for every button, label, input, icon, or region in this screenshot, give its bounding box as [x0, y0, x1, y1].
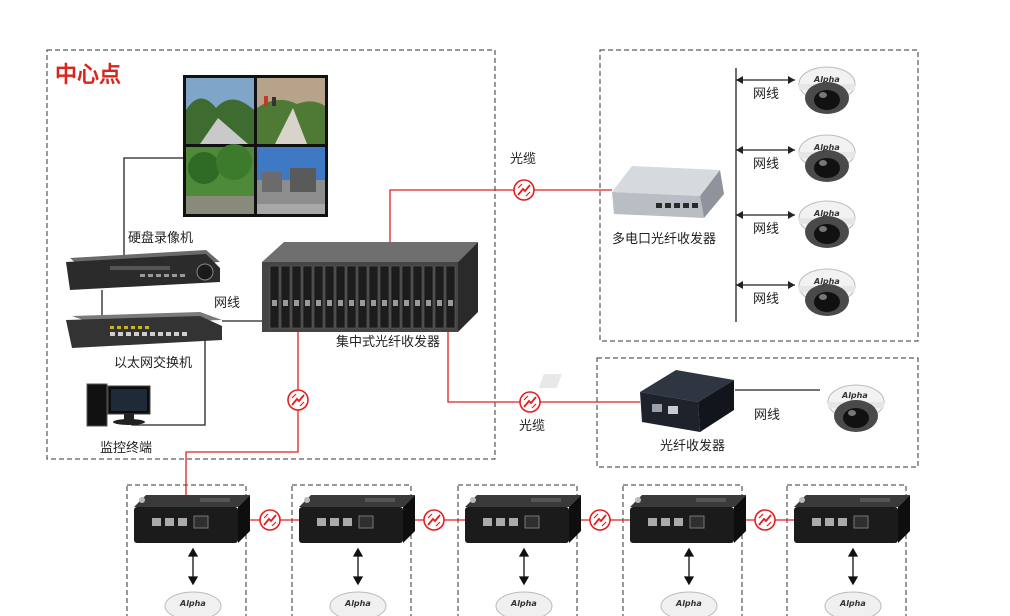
multi-port-converter-device: [612, 166, 724, 218]
remote-cable-arrows: [187, 547, 859, 586]
dome-camera-icon: [660, 591, 718, 616]
remote-converter-device-3: [464, 494, 582, 544]
cable-label: 网线: [754, 408, 780, 423]
monitoring-terminal-device: [86, 383, 151, 427]
camera-brand-label: Alpha: [813, 209, 840, 218]
camera-brand-label: Alpha: [813, 143, 840, 152]
cable-label: 网线: [753, 222, 779, 237]
remote-converter-device-2: [298, 494, 416, 544]
multi-port-site-frame: [599, 49, 919, 342]
fiber-connector-icon: [589, 509, 611, 531]
camera-brand-label: Alpha: [344, 599, 371, 608]
cable-arrowheads: [736, 76, 795, 289]
single-fiber-converter-device: [538, 370, 734, 432]
remote-converter-device-5: [793, 494, 911, 544]
camera-brand-label: Alpha: [841, 391, 868, 400]
central-site-title: 中心点: [55, 62, 121, 88]
camera-brand-label: Alpha: [179, 599, 206, 608]
remote-site-frame-4: [622, 484, 743, 616]
camera-brand-label: Alpha: [813, 277, 840, 286]
fiber-label-top: 光缆: [510, 151, 536, 167]
cable-label: 网线: [753, 157, 779, 172]
monitor-to-dvr-cable: [123, 157, 183, 255]
dome-camera-icon: [495, 591, 553, 616]
dvr-device: [66, 250, 220, 290]
switch-label: 以太网交换机: [114, 355, 192, 371]
camera-brand-label: Alpha: [839, 599, 866, 608]
rack-fiber-converter-device: [262, 242, 478, 332]
remote-converter-device-1: [133, 494, 251, 544]
camera-brand-label: Alpha: [675, 599, 702, 608]
dome-camera-icon: [164, 591, 222, 616]
ethernet-switch-device: [66, 312, 222, 348]
central-site-frame: [46, 49, 496, 460]
multi-port-converter-label: 多电口光纤收发器: [612, 231, 716, 247]
remote-site-frame-3: [457, 484, 578, 616]
fiber-to-remote-chain: [185, 330, 299, 497]
video-wall-monitor: [183, 75, 328, 217]
fiber-to-single: [447, 330, 640, 403]
fiber-connector-icon: [259, 509, 281, 531]
cable-label: 网线: [753, 292, 779, 307]
fiber-to-multi-port: [389, 189, 612, 262]
cable-label: 网线: [214, 296, 240, 311]
remote-site-frame-5: [786, 484, 907, 616]
fiber-label-bottom: 光缆: [519, 418, 545, 434]
fiber-connector-icon: [519, 391, 541, 413]
rack-converter-label: 集中式光纤收发器: [336, 334, 440, 350]
remote-site-frame-2: [291, 484, 412, 616]
dome-camera-icon: [329, 591, 387, 616]
camera-brand-label: Alpha: [510, 599, 537, 608]
fiber-connector-icon: [423, 509, 445, 531]
dvr-label: 硬盘录像机: [128, 230, 193, 246]
single-site-frame: [596, 357, 919, 468]
single-converter-label: 光纤收发器: [660, 438, 725, 454]
fiber-connector-icon: [754, 509, 776, 531]
fiber-connector-icon: [287, 389, 309, 411]
terminal-label: 监控终端: [100, 440, 152, 456]
fiber-connector-icon: [513, 179, 535, 201]
camera-brand-label: Alpha: [813, 75, 840, 84]
dome-camera-icon: [824, 591, 882, 616]
remote-converter-device-4: [629, 494, 747, 544]
cable-label: 网线: [753, 87, 779, 102]
